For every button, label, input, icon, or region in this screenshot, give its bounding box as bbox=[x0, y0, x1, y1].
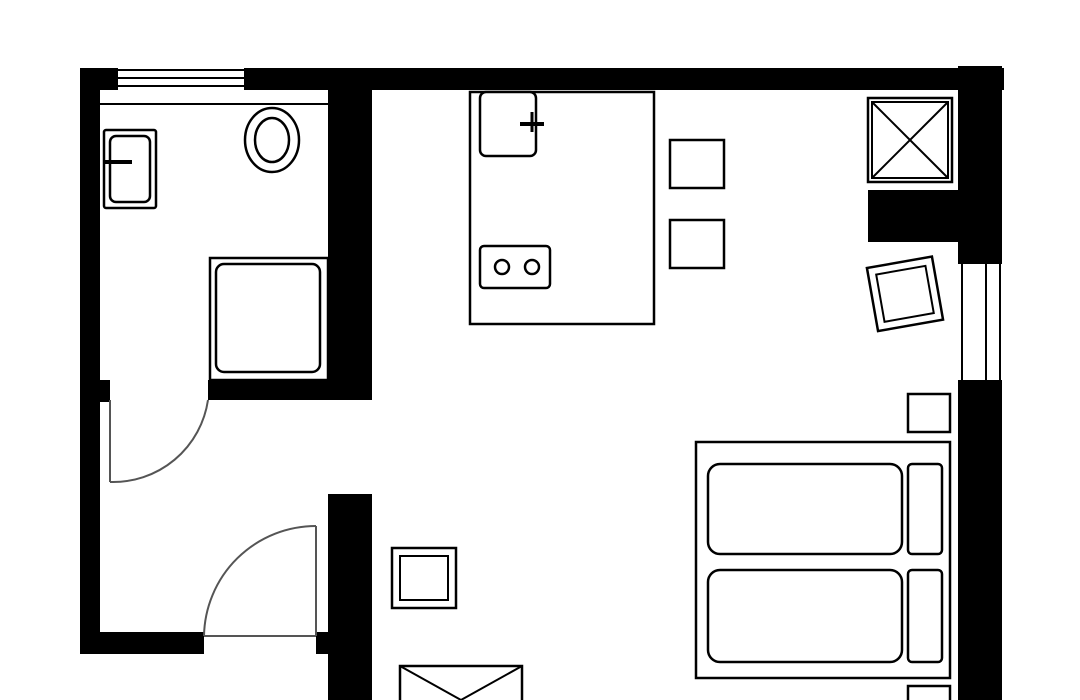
window-bathroom bbox=[100, 69, 328, 105]
washbasin bbox=[102, 128, 158, 210]
wall-right-niche bbox=[868, 190, 1002, 242]
wall-bathroom-partition bbox=[328, 68, 372, 400]
door-bathroom bbox=[109, 399, 209, 484]
double-bed bbox=[694, 440, 952, 680]
cabinet bbox=[866, 96, 954, 184]
kitchen-sink bbox=[478, 90, 544, 158]
wall-top bbox=[244, 68, 1004, 90]
wall-right-lower bbox=[958, 380, 1002, 700]
wall-hall-bottom bbox=[80, 632, 204, 654]
walls bbox=[80, 66, 1004, 700]
window-right bbox=[961, 264, 1001, 380]
bar-stool bbox=[668, 218, 726, 270]
wardrobe bbox=[398, 664, 524, 700]
wall-bathroom-bottom bbox=[208, 380, 372, 400]
wall-left-lower bbox=[80, 400, 100, 654]
door-entrance bbox=[203, 525, 317, 637]
side-table bbox=[906, 392, 952, 434]
shower bbox=[208, 256, 330, 382]
wall-left-upper bbox=[80, 68, 100, 400]
kitchen-hob bbox=[478, 244, 552, 290]
wall-hall-partition bbox=[328, 494, 372, 700]
armchair bbox=[865, 255, 945, 333]
toilet bbox=[243, 106, 301, 174]
armchair bbox=[390, 546, 458, 610]
wall-hall-bottom-right bbox=[316, 632, 330, 654]
wall-door-stub bbox=[96, 380, 110, 402]
bar-stool bbox=[668, 138, 726, 190]
nightstand bbox=[906, 684, 952, 700]
